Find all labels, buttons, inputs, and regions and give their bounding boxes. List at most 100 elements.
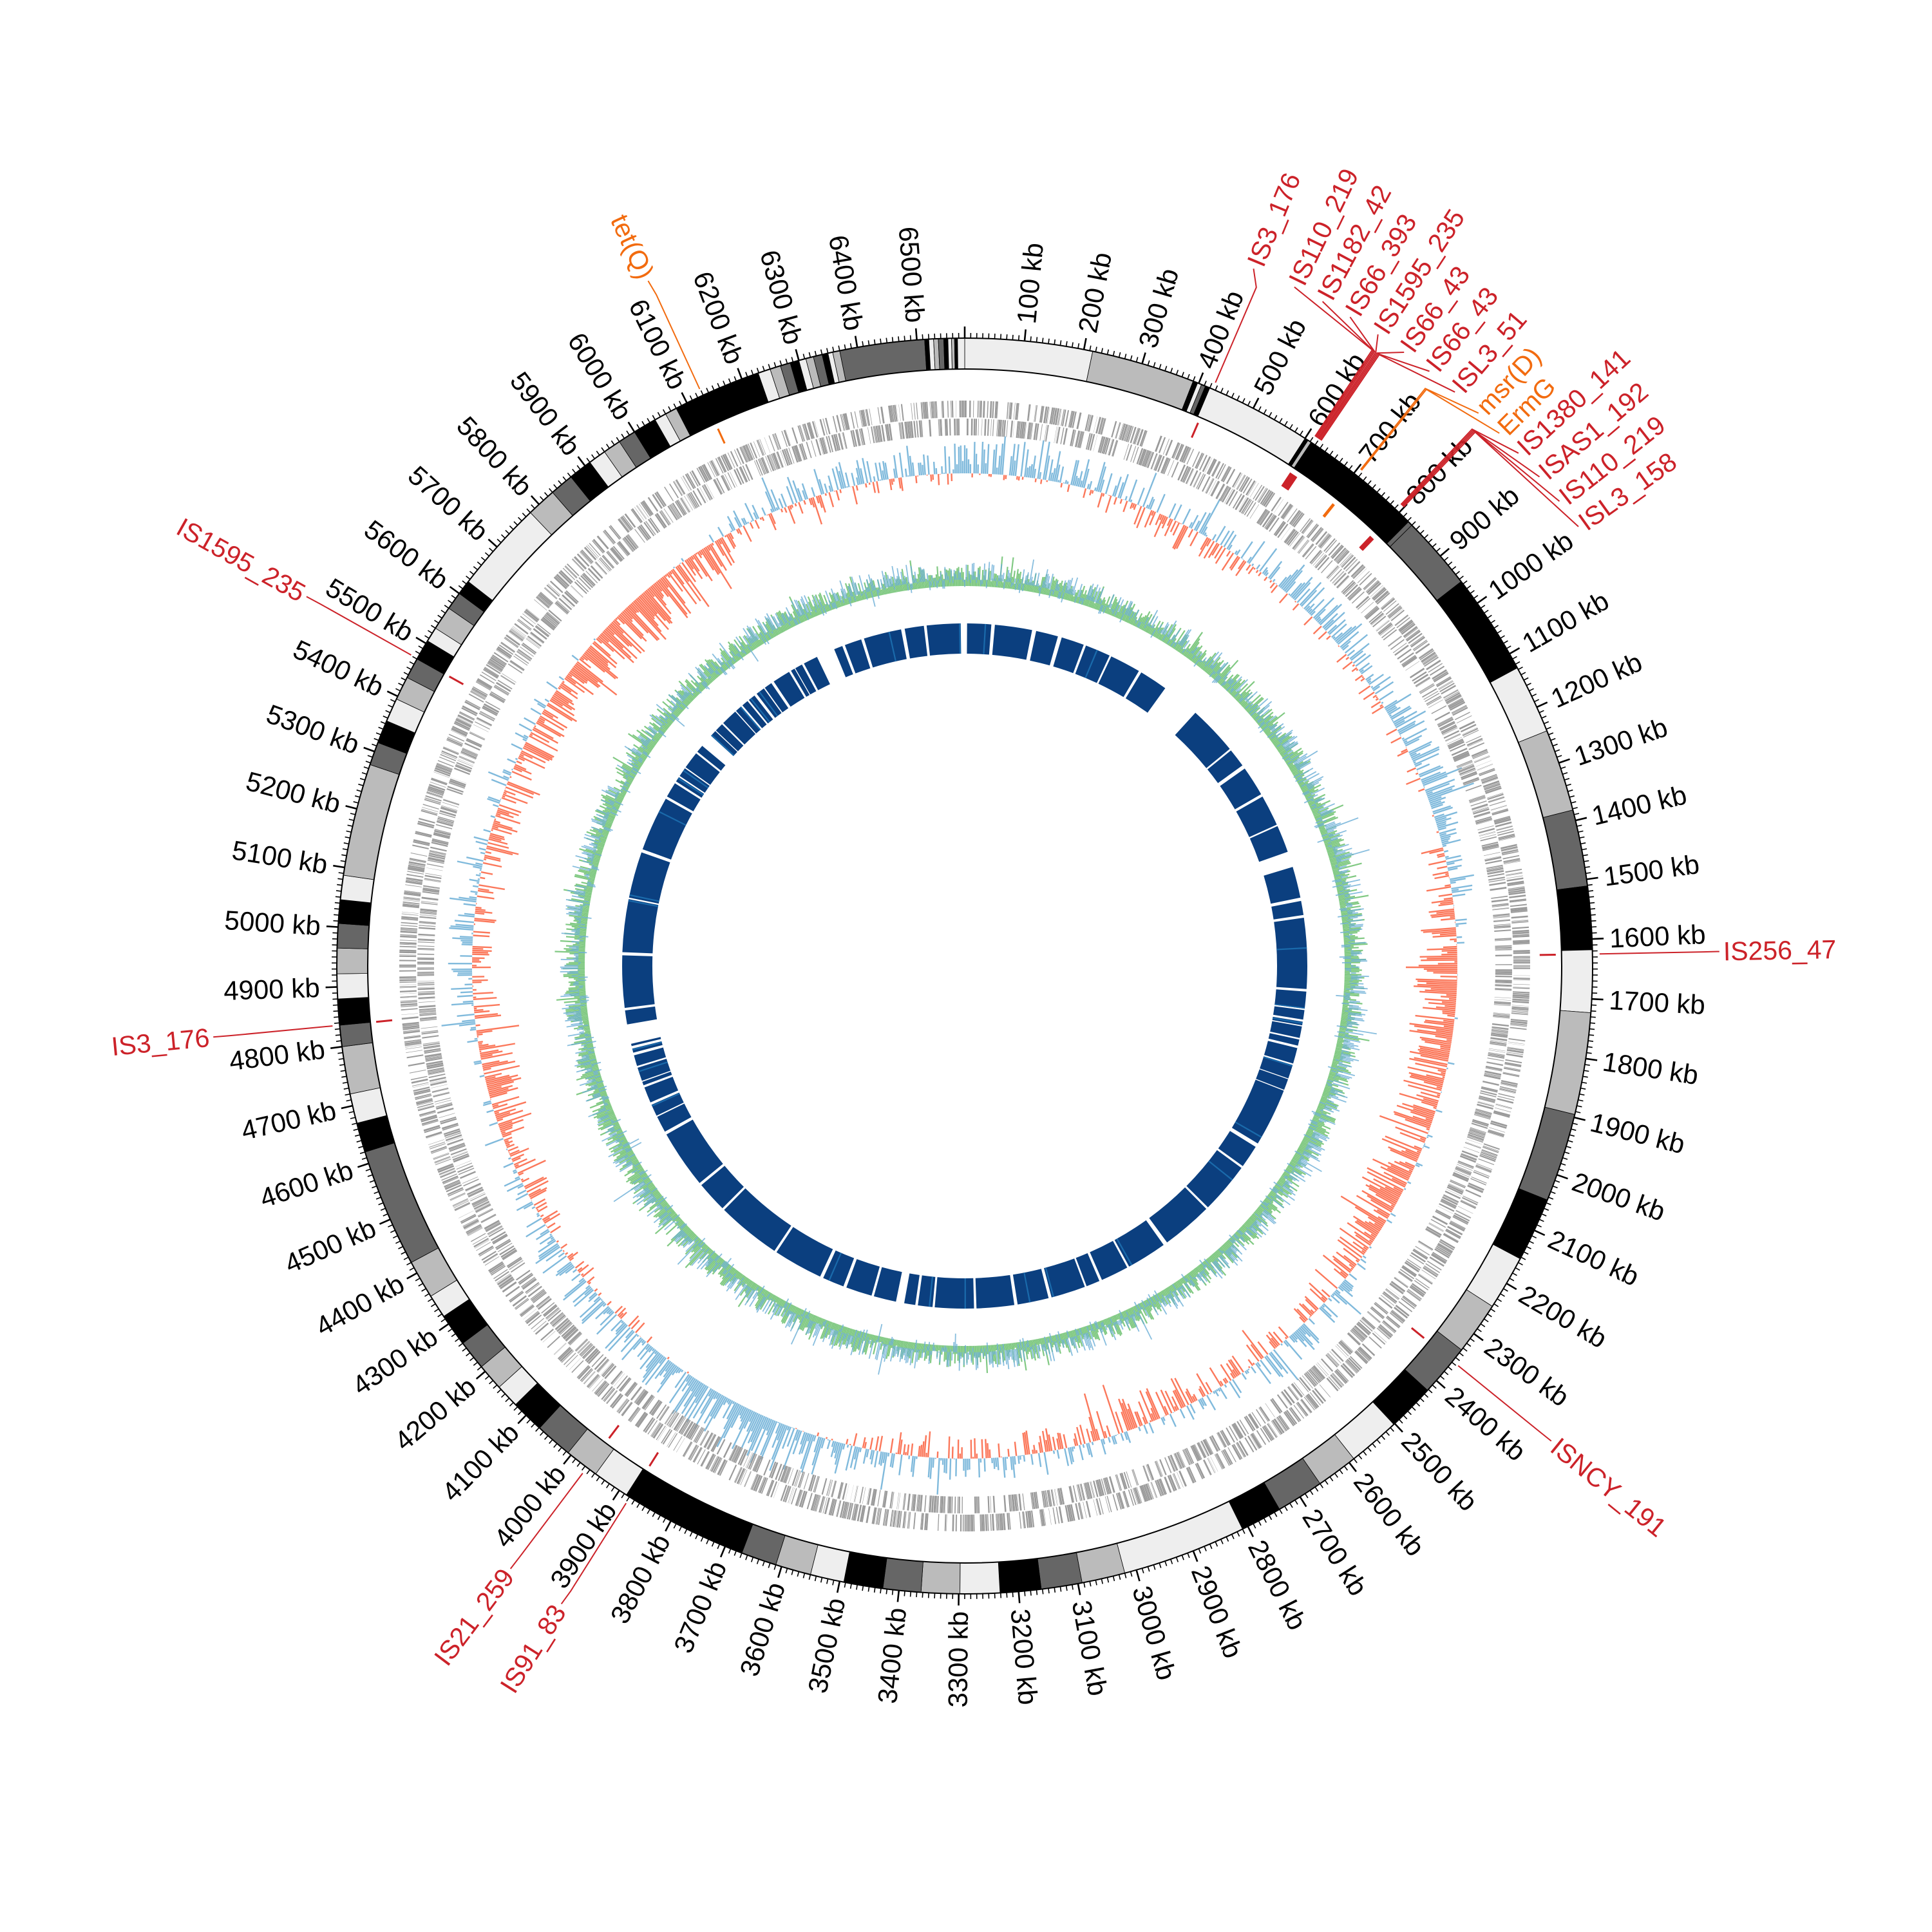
gc-skew-line-bar xyxy=(1325,822,1336,828)
gc-content-bar xyxy=(1451,889,1459,892)
gc-skew-line-bar xyxy=(1273,1181,1282,1188)
inner-block-highlight xyxy=(1023,1272,1031,1303)
gc-skew-fill-bar xyxy=(666,698,683,714)
gc-skew-fill-bar xyxy=(1313,1115,1320,1120)
gc-skew-line-bar xyxy=(737,1280,741,1285)
gc-skew-fill-bar xyxy=(589,829,608,837)
gc-skew-fill-bar xyxy=(1339,901,1349,905)
gc-skew-fill-bar xyxy=(1110,598,1118,616)
gc-skew-fill-bar xyxy=(1329,1074,1347,1081)
gc-content-bar xyxy=(1253,567,1256,570)
gc-skew-line-bar xyxy=(931,575,933,582)
gc-skew-line-bar xyxy=(646,1180,653,1186)
gc-content-bar xyxy=(1450,916,1455,918)
gc-skew-line-bar xyxy=(1245,1230,1251,1236)
gc-skew-line-bar xyxy=(685,1242,696,1253)
gc-content-bar xyxy=(875,1436,880,1451)
gc-skew-line-bar xyxy=(793,600,802,616)
gc-skew-fill-bar xyxy=(1137,1304,1148,1324)
gc-content-bar xyxy=(1133,506,1142,525)
gc-skew-line-bar xyxy=(589,843,598,848)
gc-skew-line-bar xyxy=(640,740,649,746)
inner-block xyxy=(1044,1258,1085,1298)
gc-skew-line-bar xyxy=(616,764,631,773)
gc-skew-line-bar xyxy=(986,1342,989,1352)
gc-skew-line-bar xyxy=(585,1070,593,1074)
gc-skew-line-bar xyxy=(773,1300,775,1302)
gc-skew-line-bar xyxy=(800,1314,803,1316)
gc-skew-line-bar xyxy=(1099,605,1104,614)
gc-skew-line-bar xyxy=(603,828,611,832)
gc-skew-line-bar xyxy=(711,661,718,670)
gc-skew-line-bar xyxy=(914,1340,918,1350)
gc-content-bar xyxy=(1433,1106,1437,1110)
gc-skew-line-bar xyxy=(1308,786,1314,790)
gc-skew-line-bar xyxy=(641,1177,645,1180)
gc-skew-line-bar xyxy=(1324,1106,1330,1110)
gc-content-bar xyxy=(486,1109,494,1113)
gc-skew-line-bar xyxy=(632,768,641,775)
gc-skew-line-bar xyxy=(639,757,643,760)
gc-skew-fill-bar xyxy=(1200,1263,1210,1275)
gc-skew-line-bar xyxy=(1124,1318,1130,1329)
gc-content-bar xyxy=(1370,701,1381,708)
gc-skew-line-bar xyxy=(784,1312,794,1328)
gc-skew-line-bar xyxy=(724,1274,734,1286)
gc-skew-line-bar xyxy=(616,793,619,795)
gc-skew-fill-bar xyxy=(1072,1330,1077,1343)
gc-skew-line-bar xyxy=(1144,624,1147,629)
gc-skew-line-bar xyxy=(601,1095,605,1098)
gc-skew-fill-bar xyxy=(743,634,755,650)
gc-skew-line-bar xyxy=(838,1332,843,1344)
gc-skew-line-bar xyxy=(1167,638,1171,644)
gc-skew-line-bar xyxy=(1287,761,1293,765)
gc-skew-line-bar xyxy=(1114,611,1118,616)
gc-skew-line-bar xyxy=(802,1308,807,1317)
gc-content-bar xyxy=(1308,1318,1315,1325)
inner-block xyxy=(657,1103,692,1132)
gc-skew-line-bar xyxy=(1148,1294,1154,1304)
gc-skew-line-bar xyxy=(1315,824,1325,829)
gc-content-bar xyxy=(1434,875,1450,880)
gc-skew-line-bar xyxy=(605,1124,613,1129)
gc-skew-fill-bar xyxy=(741,641,750,654)
gc-content-bar xyxy=(1106,1425,1112,1437)
gc-skew-line-bar xyxy=(768,1298,770,1300)
gc-content-bar xyxy=(550,1225,562,1234)
gc-skew-line-bar xyxy=(1228,1238,1235,1244)
gc-skew-line-bar xyxy=(709,1250,715,1257)
gc-skew-line-bar xyxy=(881,1341,883,1344)
gc-skew-line-bar xyxy=(851,582,857,596)
gc-skew-line-bar xyxy=(592,851,596,853)
gc-content-bar xyxy=(1381,701,1384,705)
gc-skew-line-bar xyxy=(950,569,952,580)
gc-skew-line-bar xyxy=(1162,623,1170,635)
gc-skew-line-bar xyxy=(1256,717,1262,722)
gc-skew-line-bar xyxy=(1070,1337,1074,1346)
gc-skew-line-bar xyxy=(1024,575,1027,585)
gc-skew-line-bar xyxy=(1182,648,1186,654)
gc-content-bar xyxy=(1321,1304,1325,1308)
gc-skew-fill-bar xyxy=(738,1273,743,1280)
gc-skew-line-bar xyxy=(807,1321,814,1334)
gc-skew-line-bar xyxy=(621,786,626,790)
gc-skew-line-bar xyxy=(931,1350,933,1355)
gc-content-bar xyxy=(542,1210,558,1221)
gc-skew-line-bar xyxy=(1343,1043,1359,1047)
gc-skew-line-bar xyxy=(1066,1338,1073,1356)
gc-skew-line-bar xyxy=(1202,1270,1208,1277)
gc-skew-line-bar xyxy=(861,1329,866,1339)
gc-skew-line-bar xyxy=(744,1290,755,1306)
gc-skew-fill-bar xyxy=(1312,1117,1325,1124)
gc-skew-fill-bar xyxy=(565,1008,587,1012)
gc-content-bar xyxy=(480,851,486,855)
gc-skew-line-bar xyxy=(1287,750,1293,755)
gc-skew-line-bar xyxy=(791,600,800,618)
gc-content-bar xyxy=(844,472,850,488)
gc-skew-fill-bar xyxy=(574,887,592,893)
gc-skew-line-bar xyxy=(766,617,775,630)
inner-block-highlight xyxy=(828,1253,842,1281)
gc-skew-line-bar xyxy=(627,754,638,762)
gc-skew-line-bar xyxy=(568,907,583,911)
